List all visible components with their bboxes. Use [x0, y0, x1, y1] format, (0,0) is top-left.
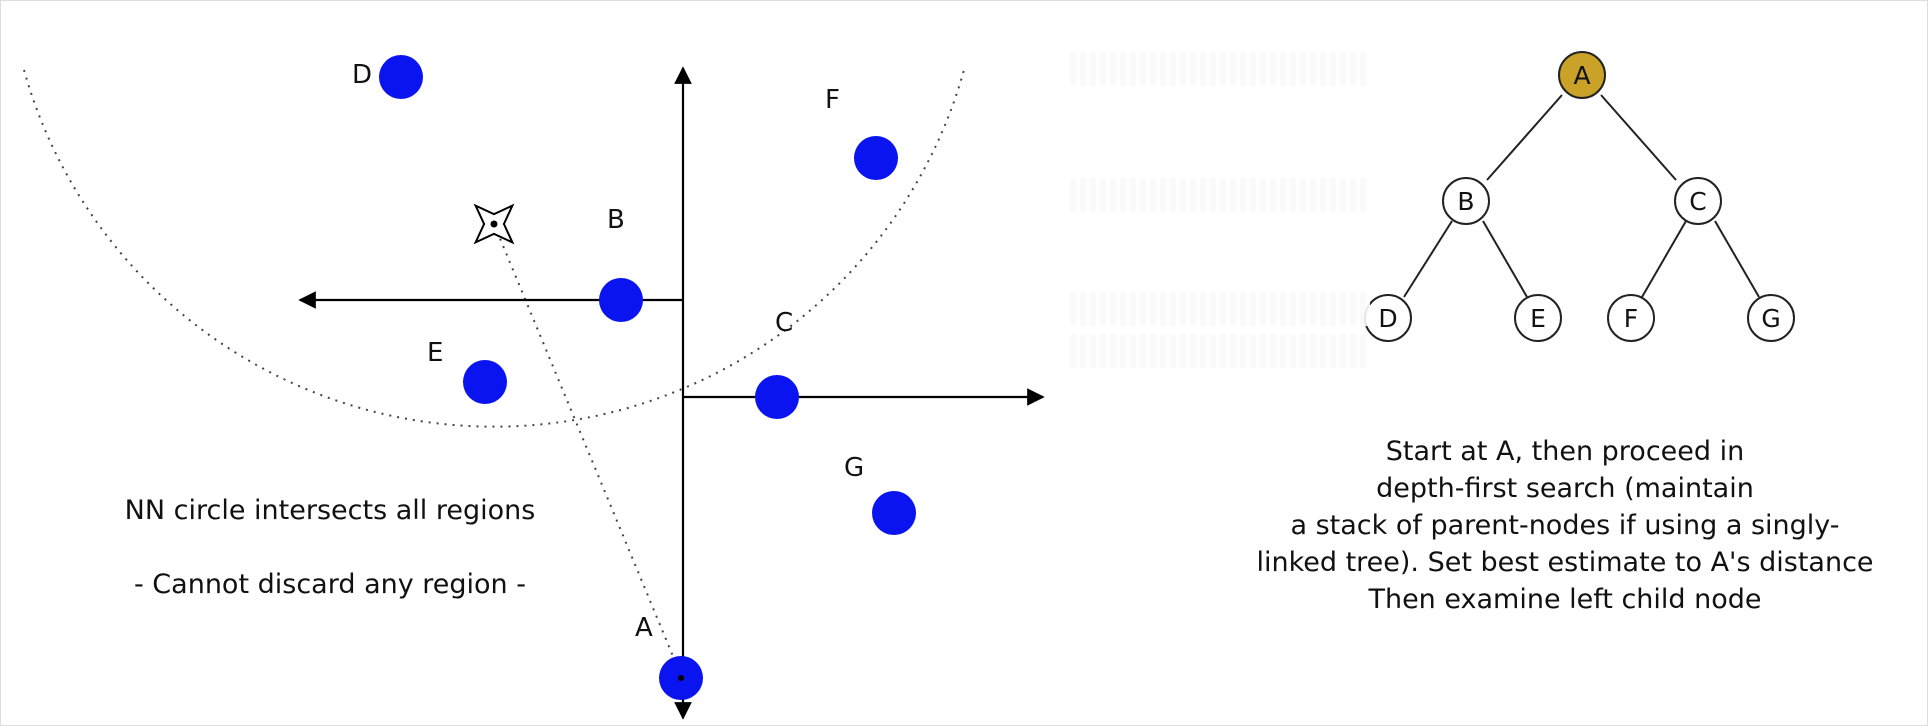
tree-node-f: F [1607, 294, 1655, 342]
tree-node-e: E [1514, 294, 1562, 342]
search-step-caption: Start at A, then proceed in depth-first … [1256, 436, 1874, 615]
tree-node-a: A [1558, 51, 1606, 99]
tree-node-c: C [1674, 177, 1722, 225]
kd-tree: A B C D E F G [1364, 51, 1795, 342]
point-a: A [635, 613, 703, 700]
spatial-plane: D F B E C G A [23, 55, 1045, 720]
faded-level-label [1070, 334, 1370, 368]
nn-circle [23, 69, 965, 428]
caption-line: NN circle intersects all regions [124, 495, 536, 526]
faded-level-label [1070, 292, 1370, 326]
svg-text:G: G [1761, 304, 1780, 333]
point-label: D [352, 60, 372, 90]
faded-level-label [1070, 52, 1370, 86]
point-label: E [427, 338, 443, 368]
nn-circle-caption: NN circle intersects all regions - Canno… [60, 455, 600, 640]
faded-level-label [1070, 178, 1370, 212]
point-b: B [599, 205, 643, 322]
svg-text:D: D [1378, 304, 1397, 333]
svg-text:A: A [1573, 61, 1590, 90]
point-d: D [352, 55, 423, 99]
point-label: C [775, 308, 793, 338]
caption-line: - Cannot discard any region - [133, 569, 526, 600]
point-f: F [825, 85, 898, 180]
svg-text:E: E [1530, 304, 1546, 333]
svg-text:C: C [1689, 187, 1706, 216]
svg-text:F: F [1624, 304, 1638, 333]
tree-node-g: G [1747, 294, 1795, 342]
point-label: F [825, 85, 840, 115]
point-label: G [844, 453, 864, 483]
tree-node-d: D [1364, 294, 1412, 342]
point-g: G [844, 453, 916, 535]
point-c: C [755, 308, 799, 419]
tree-edges [1403, 94, 1760, 298]
svg-text:B: B [1457, 187, 1474, 216]
four-point-star-icon [473, 203, 515, 245]
point-e: E [427, 338, 507, 404]
point-label: A [635, 613, 653, 643]
tree-node-b: B [1442, 177, 1490, 225]
point-label: B [607, 205, 625, 235]
